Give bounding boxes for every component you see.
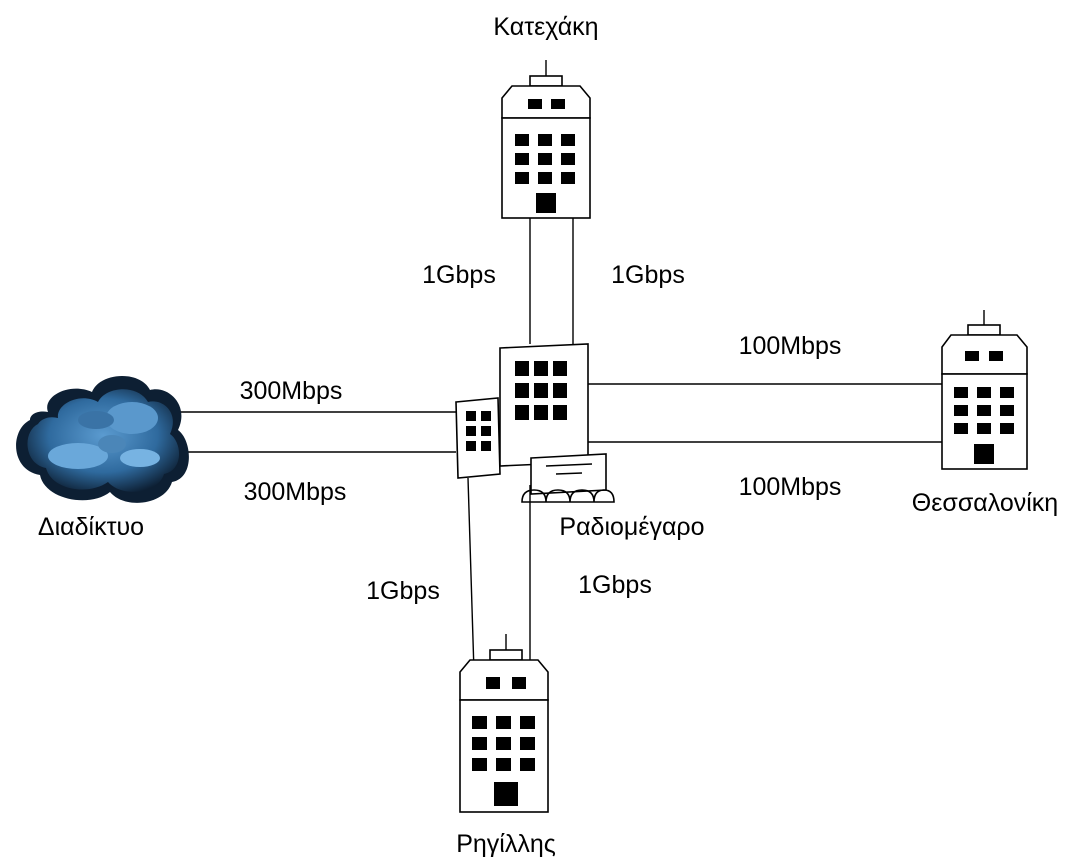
internet-cloud-icon: [16, 375, 189, 503]
building-icon-katechaki: [501, 60, 591, 219]
node-label-radiomegaro: Ραδιομέγαρο: [559, 513, 704, 541]
node-label-internet: Διαδίκτυο: [38, 513, 144, 541]
node-label-thessaloniki: Θεσσαλονίκη: [912, 489, 1058, 517]
link-label-thessaloniki-bottom: 100Mbps: [739, 473, 842, 501]
link-label-internet-top: 300Mbps: [240, 377, 343, 405]
link-label-katechaki-right: 1Gbps: [611, 261, 685, 289]
radio-station-icon: [521, 453, 615, 503]
building-icon-rigillis: [459, 634, 549, 813]
link-label-katechaki-left: 1Gbps: [422, 261, 496, 289]
node-label-katechaki: Κατεχάκη: [493, 13, 598, 41]
link-label-rigillis-right: 1Gbps: [578, 571, 652, 599]
building-icon-thessaloniki: [941, 310, 1028, 470]
node-label-rigillis: Ρηγίλλης: [456, 830, 556, 857]
hub-building-cluster-icon: [455, 343, 589, 479]
link-label-rigillis-left: 1Gbps: [366, 577, 440, 605]
link-label-thessaloniki-top: 100Mbps: [739, 332, 842, 360]
link-rigillis-left: [467, 477, 475, 673]
link-label-internet-bottom: 300Mbps: [244, 478, 347, 506]
